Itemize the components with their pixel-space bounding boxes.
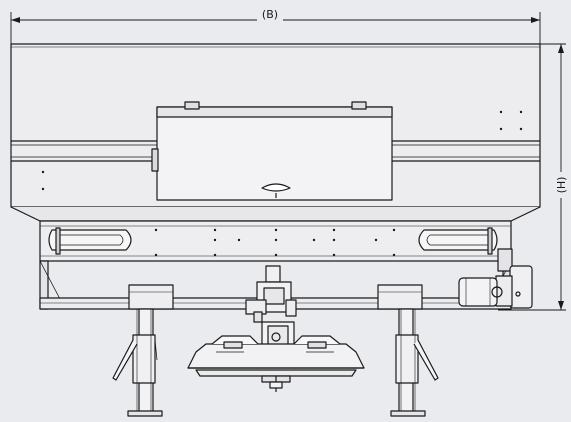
arrow-left-icon bbox=[11, 17, 20, 23]
spinner-disc bbox=[187, 335, 365, 392]
left-jack-stand bbox=[112, 284, 174, 417]
height-dimension-label: (H) bbox=[555, 177, 568, 194]
hopper-transition bbox=[10, 206, 541, 222]
right-jack-stand bbox=[377, 284, 439, 417]
right-tail-light bbox=[418, 227, 498, 255]
control-box bbox=[151, 101, 393, 201]
arrow-right-icon bbox=[531, 17, 540, 23]
drive-motor bbox=[458, 248, 533, 309]
arrow-down-icon bbox=[558, 301, 564, 310]
lower-frame bbox=[39, 220, 512, 262]
frame-bolts bbox=[154, 228, 396, 257]
arrow-up-icon bbox=[558, 44, 564, 53]
width-dimension: (B) bbox=[10, 7, 541, 44]
height-dimension: (H) bbox=[498, 43, 569, 311]
hopper-bolts bbox=[41, 110, 523, 191]
box-handle-icon bbox=[261, 183, 291, 198]
width-dimension-label: (B) bbox=[262, 8, 278, 21]
left-tail-light bbox=[48, 227, 132, 255]
